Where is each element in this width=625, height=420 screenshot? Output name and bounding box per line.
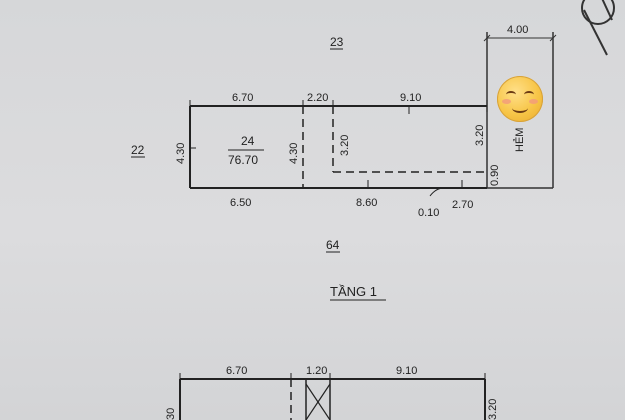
dim-top-2: 2.20 bbox=[307, 92, 328, 104]
dim-bottom-1: 6.50 bbox=[230, 197, 251, 209]
alley-width-dimension bbox=[483, 34, 557, 42]
lot-area: 76.70 bbox=[228, 153, 258, 167]
dim-top-3: 9.10 bbox=[400, 92, 421, 104]
lot-south-label: 64 bbox=[326, 238, 340, 252]
lower-floor-outline bbox=[179, 378, 486, 420]
dim-top-1: 6.70 bbox=[232, 92, 253, 104]
dim-vertical-2: 4.30 bbox=[288, 143, 300, 164]
smiling-face-emoji-icon bbox=[497, 76, 543, 122]
dim-bottom-2: 8.60 bbox=[356, 197, 377, 209]
lot-north-label: 23 bbox=[330, 35, 344, 49]
lot-outline bbox=[189, 105, 487, 189]
dim-vertical-1: 4.30 bbox=[175, 143, 187, 164]
dim-vertical-3: 3.20 bbox=[339, 135, 351, 156]
dimension-ticks bbox=[189, 100, 488, 197]
lower-dim-top-1: 6.70 bbox=[226, 365, 247, 377]
alley-width-label: 4.00 bbox=[507, 24, 528, 36]
lower-dim-side-1: 30 bbox=[165, 408, 177, 420]
dim-bottom-3: 0.10 bbox=[418, 207, 439, 219]
floor-title: TẦNG 1 bbox=[330, 284, 377, 299]
dim-vertical-4: 3.20 bbox=[474, 125, 486, 146]
lower-dim-top-2: 1.20 bbox=[306, 365, 327, 377]
compass-icon bbox=[581, 0, 615, 56]
dim-vertical-5: 0.90 bbox=[489, 165, 501, 186]
lower-dim-top-3: 9.10 bbox=[396, 365, 417, 377]
dim-bottom-4: 2.70 bbox=[452, 199, 473, 211]
lot-number: 24 bbox=[241, 134, 255, 148]
alley-label: HẺM bbox=[513, 128, 526, 152]
lower-dim-side-2: 3.20 bbox=[487, 399, 499, 420]
lot-west-label: 22 bbox=[131, 143, 145, 157]
